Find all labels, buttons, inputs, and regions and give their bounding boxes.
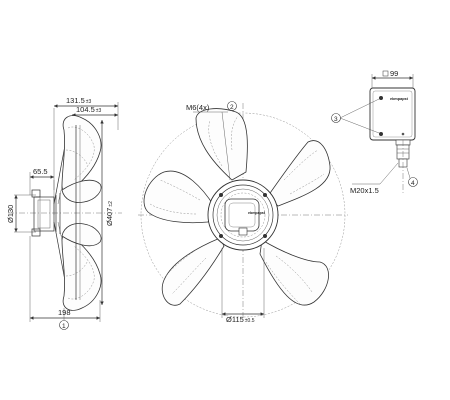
dim-hub-depth: 65.5 <box>33 167 48 176</box>
box-logo: ebmpapst <box>390 97 409 101</box>
callout-1: 1 <box>62 323 66 330</box>
dim-inner-depth: 104.5±3 <box>76 105 102 114</box>
callout-2: 2 <box>230 104 234 111</box>
dim-center-diameter: Ø115±0.5 <box>226 315 255 324</box>
dim-box-width: 99 <box>390 69 398 78</box>
dim-base-width: 198 <box>58 308 71 317</box>
terminal-box-view: 99 ebmpapst 3 M20x1.5 4 <box>331 69 418 195</box>
dim-hub-diameter: Ø130 <box>6 205 15 223</box>
hub-logo: ebmpapst <box>248 211 266 215</box>
callout-4: 4 <box>411 180 415 187</box>
label-thread: M6(4x) <box>186 103 210 112</box>
front-view: ebmpapst M6(4x) 2 Ø115±0.5 <box>138 101 348 324</box>
side-view: 131.5±3 104.5±3 65.5 Ø130 Ø407±2 <box>6 96 122 330</box>
dim-blade-diameter: Ø407±2 <box>105 201 114 226</box>
callout-3: 3 <box>334 116 338 123</box>
dim-overall-depth: 131.5±3 <box>66 96 92 105</box>
label-cable-gland: M20x1.5 <box>350 186 379 195</box>
